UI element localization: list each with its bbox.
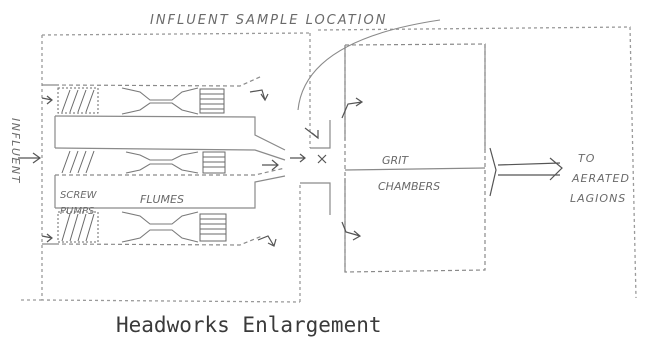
screw-pump-middle xyxy=(61,150,95,174)
influent-vertical-label: INFLUENT xyxy=(9,118,22,184)
grit-label: GRIT xyxy=(382,154,409,167)
lagoons-label: LAGIONS xyxy=(570,192,626,205)
chambers-label: CHAMBERS xyxy=(378,180,440,193)
screw-pumps-label-line2: PUMPS xyxy=(60,206,95,217)
screw-pumps-label-line1: SCREW xyxy=(60,190,98,201)
flumes xyxy=(121,87,199,243)
to-label: TO xyxy=(578,152,595,165)
outer-boundary xyxy=(20,26,637,303)
aerated-label: AERATED xyxy=(571,172,630,185)
channel-walls xyxy=(42,75,286,246)
screw-pump-top xyxy=(57,87,99,114)
flow-arrows xyxy=(18,89,563,247)
flumes-label: FLUMES xyxy=(140,193,184,206)
screw-pump-bottom xyxy=(57,211,99,243)
diagram-caption: Headworks Enlargement xyxy=(116,313,382,337)
meter-boxes xyxy=(199,88,227,242)
sample-leader-line xyxy=(297,19,441,111)
influent-sample-location-label: INFLUENT SAMPLE LOCATION xyxy=(150,13,387,28)
grit-chambers xyxy=(300,43,486,273)
